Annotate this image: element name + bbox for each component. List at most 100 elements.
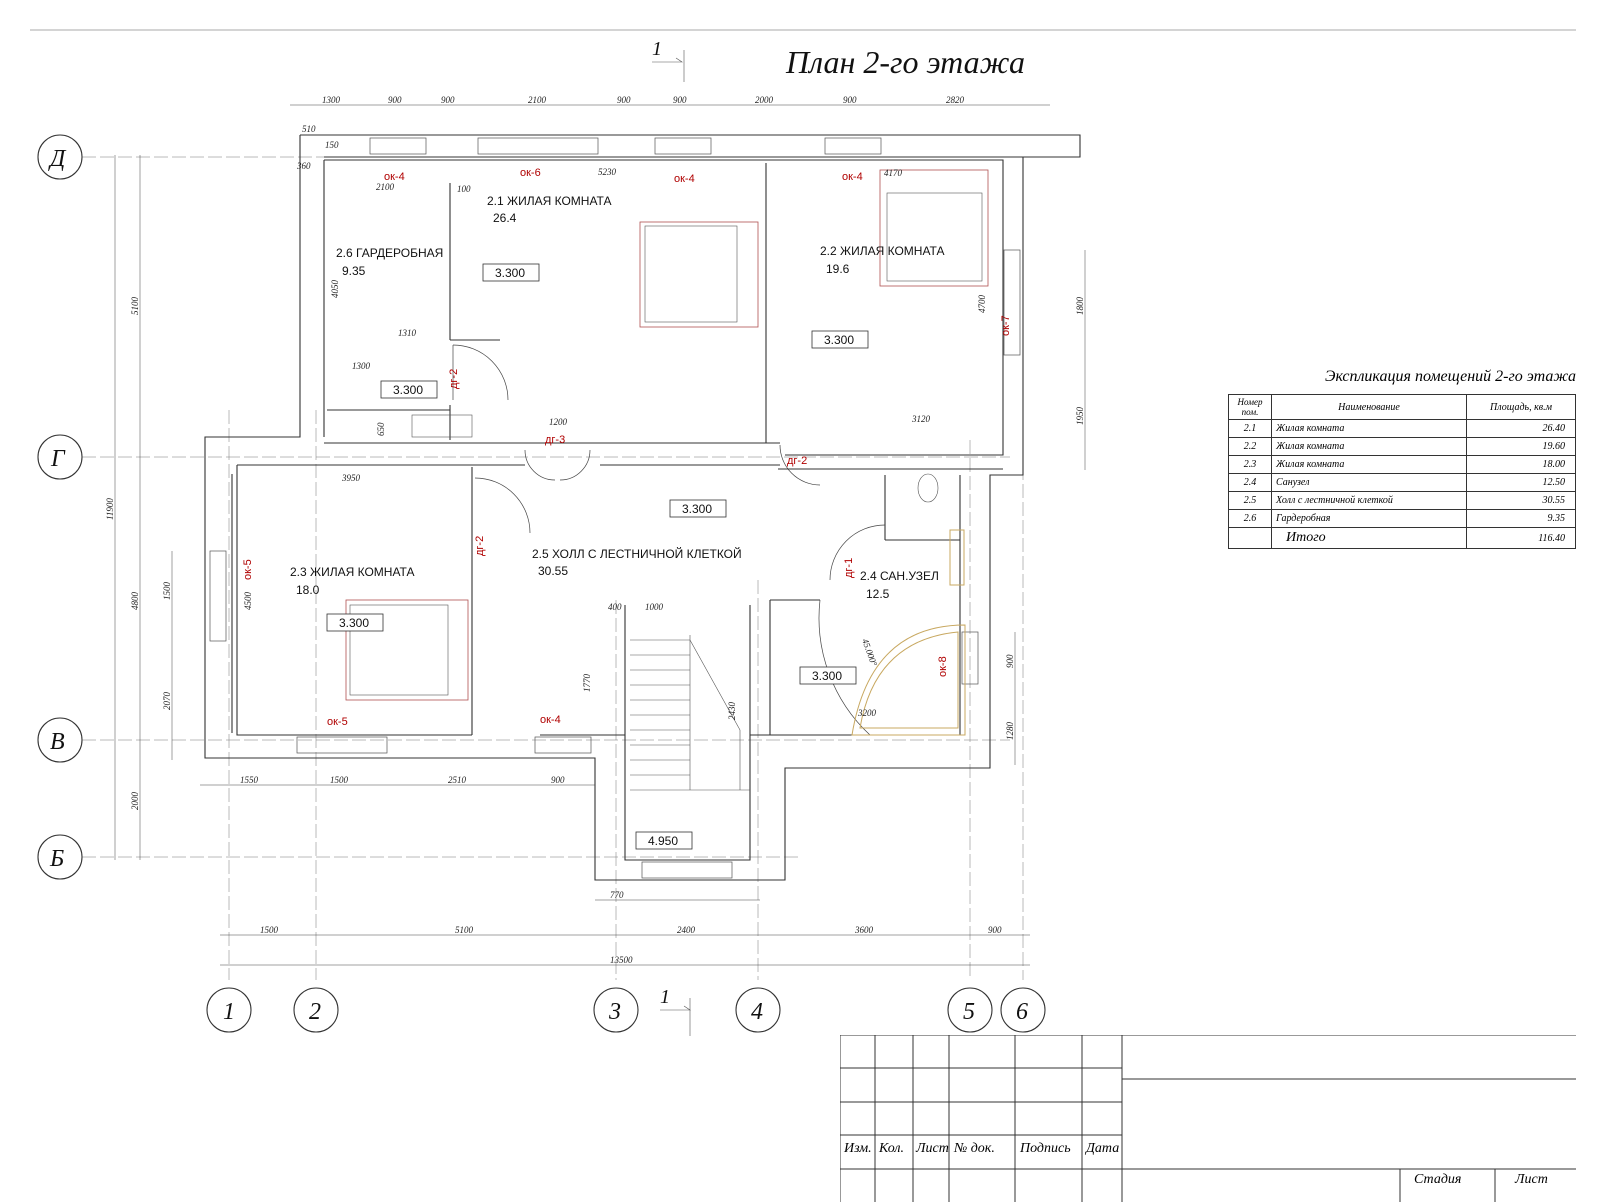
dim-wall-3: 2510 [448,775,467,785]
svg-text:2.4 САН.УЗЕЛ: 2.4 САН.УЗЕЛ [860,569,939,583]
dim-right-3: 900 [1005,654,1015,668]
dim-misc-4170: 4170 [884,168,903,178]
dim-bottom-1: 1500 [260,925,279,935]
level-mark: 3.300 [811,330,869,349]
svg-text:4: 4 [751,999,763,1025]
section-mark-top: 1 [652,38,662,60]
level-mark: 3.300 [482,263,540,282]
svg-text:2.2 ЖИЛАЯ КОМНАТА: 2.2 ЖИЛАЯ КОМНАТА [820,244,944,258]
axis-col-5: 5 [947,987,993,1033]
dim-misc-2430: 2430 [727,702,737,721]
dim-bottom-4: 3600 [854,925,874,935]
level-mark: 3.300 [326,613,384,632]
svg-text:3.300: 3.300 [812,669,842,683]
window-mark: ок-7 [1000,315,1012,336]
dim-top-9: 2820 [946,95,965,105]
svg-text:12.5: 12.5 [866,587,890,601]
window-mark: ок-4 [674,173,695,185]
axis-col-4: 4 [735,987,781,1033]
level-mark: 3.300 [669,499,727,518]
stair [630,635,750,791]
level-mark: 3.300 [380,380,438,399]
dim-top-7: 2000 [755,95,774,105]
svg-text:6: 6 [1016,999,1028,1025]
window-mark: ок-4 [384,171,405,183]
window-mark: ок-5 [327,716,348,728]
svg-text:3.300: 3.300 [824,333,854,347]
axis-row-В: В [37,717,83,763]
stamp-sheet: Лист [1515,1172,1548,1187]
door-mark: дг-1 [843,558,855,578]
windows [209,137,1021,879]
svg-text:3.300: 3.300 [495,266,525,280]
dim-misc-770: 770 [610,890,624,900]
dim-misc-400: 400 [608,602,622,612]
dim-top-5: 900 [617,95,631,105]
level-mark: 3.300 [799,666,857,685]
axis-row-Г: Г [37,434,83,480]
svg-text:3: 3 [608,999,621,1025]
room-2-3: 2.3 ЖИЛАЯ КОМНАТА 18.0 [290,565,414,597]
stamp-col-doc: № док. [954,1141,995,1156]
axis-grid [82,156,1080,980]
dim-top-8: 900 [843,95,857,105]
dim-misc-3200: 3200 [857,708,877,718]
window-mark: ок-6 [520,167,541,179]
room-2-1: 2.1 ЖИЛАЯ КОМНАТА 26.4 [487,194,611,225]
axis-col-6: 6 [1000,987,1046,1033]
dim-misc-1770: 1770 [582,674,592,693]
dim-misc-650: 650 [376,422,386,436]
dim-bottom-2: 5100 [455,925,474,935]
svg-text:Д: Д [48,146,67,172]
axis-col-1: 1 [206,987,252,1033]
explication-grid: Номер пом. Наименование Площадь, кв.м 2.… [1228,394,1576,549]
svg-text:4.950: 4.950 [648,834,678,848]
door-mark: дг-3 [545,434,565,446]
axis-col-3: 3 [593,987,639,1033]
room-2-6: 2.6 ГАРДЕРОБНАЯ 9.35 [336,246,443,278]
window-mark: ок-8 [937,656,949,677]
dim-misc-510: 510 [302,124,316,134]
dim-misc-1310: 1310 [398,328,417,338]
explication-caption: Экспликация помещений 2-го этажа [1324,368,1576,385]
room-2-4: 2.4 САН.УЗЕЛ 12.5 [860,569,939,601]
svg-text:2: 2 [309,999,321,1025]
dim-misc-2100: 2100 [376,182,395,192]
window-mark: ок-5 [242,559,254,580]
svg-text:18.0: 18.0 [296,583,320,597]
window-mark: ок-4 [540,714,561,726]
dim-misc-360: 360 [296,161,311,171]
dim-left-3: 2000 [130,792,140,811]
dim-misc-1000: 1000 [645,602,664,612]
door-mark: дг-2 [787,455,807,467]
dim-top-6: 900 [673,95,687,105]
dim-left-4: 11900 [105,498,115,520]
svg-text:9.35: 9.35 [342,264,366,278]
section-mark-bottom: 1 [660,986,670,1008]
svg-text:26.4: 26.4 [493,211,517,225]
dim-misc-4050: 4050 [330,280,340,299]
title-block: Изм. Кол. Лист № док. Подпись Дата Стади… [840,1035,1576,1202]
svg-text:2.6 ГАРДЕРОБНАЯ: 2.6 ГАРДЕРОБНАЯ [336,246,443,260]
table-header-row: Номер пом. Наименование Площадь, кв.м [1228,394,1576,420]
svg-text:30.55: 30.55 [538,564,568,578]
dim-misc-100: 100 [457,184,471,194]
dim-right-1: 1800 [1075,297,1085,316]
dim-left-2: 4800 [130,592,140,611]
stamp-col-kol: Кол. [879,1141,905,1156]
svg-text:5: 5 [963,999,975,1025]
furniture [345,169,989,736]
svg-text:2.5 ХОЛЛ С ЛЕСТНИЧНОЙ КЛЕТКОЙ: 2.5 ХОЛЛ С ЛЕСТНИЧНОЙ КЛЕТКОЙ [532,546,742,561]
svg-text:3.300: 3.300 [682,502,712,516]
svg-text:Г: Г [50,446,66,472]
svg-text:В: В [50,729,65,755]
dim-misc-3120: 3120 [911,414,931,424]
dim-total: 13500 [610,955,633,965]
dim-right-2: 1950 [1075,407,1085,426]
axis-row-Д: Д [37,134,83,180]
